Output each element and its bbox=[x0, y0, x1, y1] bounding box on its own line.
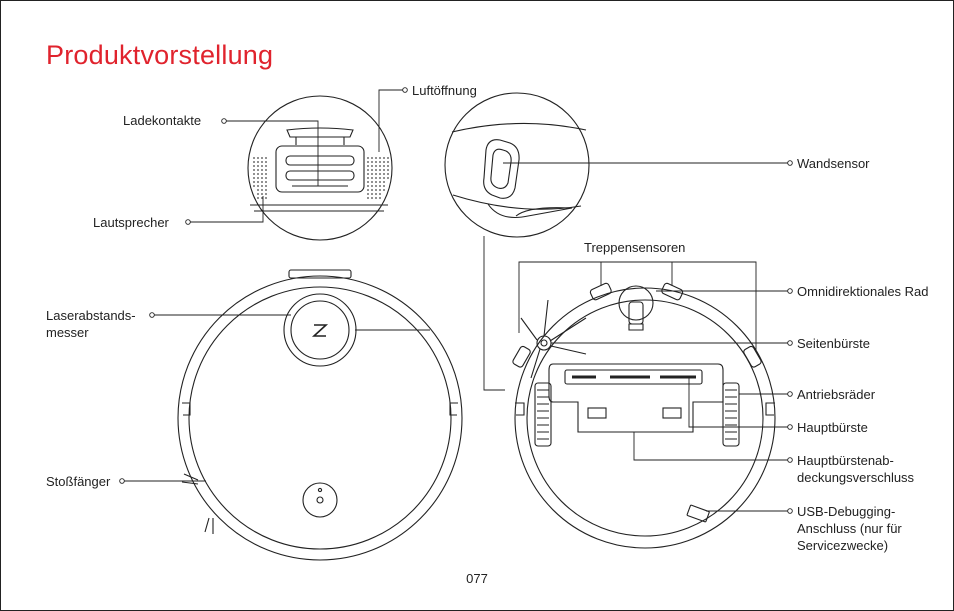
speaker-grille bbox=[253, 157, 389, 199]
page-number: 077 bbox=[466, 571, 488, 586]
page-title: Produktvorstellung bbox=[46, 40, 274, 70]
detail-top-circle bbox=[247, 95, 393, 241]
label-wandsensor: Wandsensor bbox=[797, 156, 870, 171]
label-seitenbuerste: Seitenbürste bbox=[797, 336, 870, 351]
label-laserabstandsmesser: Laserabstands- messer bbox=[46, 308, 136, 340]
label-antriebsraeder: Antriebsräder bbox=[797, 387, 876, 402]
label-omnidirektionales-rad: Omnidirektionales Rad bbox=[797, 284, 929, 299]
label-hauptbuerstenabdeckungsverschluss: Hauptbürstenab- deckungsverschluss bbox=[797, 453, 915, 485]
label-stossfaenger: Stoßfänger bbox=[46, 474, 111, 489]
label-hauptbuerste: Hauptbürste bbox=[797, 420, 868, 435]
label-luftoeffnung: Luftöffnung bbox=[412, 83, 477, 98]
robot-top-view bbox=[177, 269, 463, 561]
label-ladekontakte: Ladekontakte bbox=[123, 113, 202, 128]
label-treppensensoren: Treppensensoren bbox=[584, 240, 686, 255]
robot-bottom-view bbox=[512, 282, 776, 549]
label-usb-debugging: USB-Debugging- Anschluss (nur für Servic… bbox=[797, 504, 902, 553]
leader-lines bbox=[119, 87, 793, 514]
detail-wallsensor-circle bbox=[444, 92, 590, 238]
label-lautsprecher: Lautsprecher bbox=[93, 215, 169, 230]
